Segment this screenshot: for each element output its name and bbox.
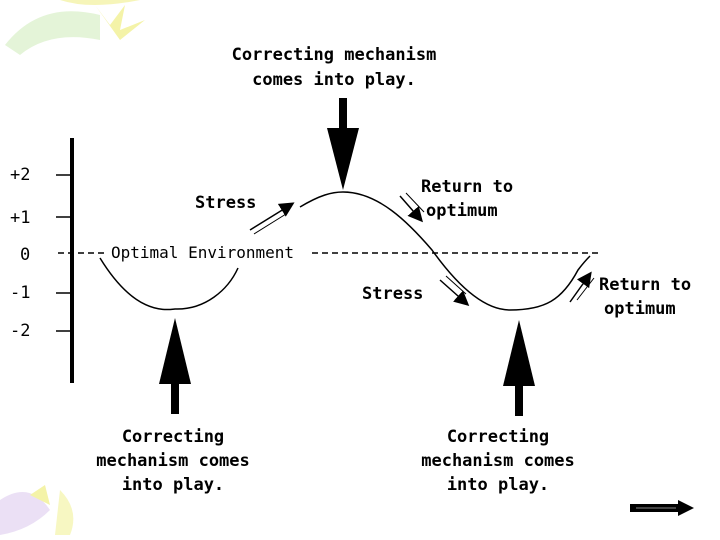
return-label-right-line-2: optimum (604, 299, 676, 319)
top-arrow-head (327, 128, 359, 190)
tick-label-minus1: -1 (10, 283, 30, 303)
right-arrow-head (503, 320, 535, 386)
tick-label-minus2: -2 (10, 321, 30, 341)
left-note-line-3: into play. (122, 475, 224, 495)
return-arrow-top (399, 195, 423, 223)
stress-label-top: Stress (195, 193, 256, 213)
tick-label-plus1: +1 (10, 208, 30, 228)
optimal-environment-label: Optimal Environment (111, 243, 294, 262)
right-note-line-1: Correcting (447, 427, 549, 447)
next-arrow-icon[interactable] (628, 500, 694, 516)
return-label-top-line-2: optimum (426, 201, 498, 221)
stress-arrow-bottom (439, 279, 470, 306)
right-note-line-2: mechanism comes (421, 451, 575, 471)
stress-label-bottom: Stress (362, 284, 423, 304)
return-label-top-line-1: Return to (421, 177, 513, 197)
tick-label-zero: 0 (20, 245, 30, 265)
left-note-line-1: Correcting (122, 427, 224, 447)
top-note-line-1: Correcting mechanism (232, 45, 437, 65)
wave-main (299, 191, 591, 311)
stress-arrow-top-parallel (253, 213, 287, 235)
top-note-line-2: comes into play. (252, 70, 416, 90)
return-arrow-right (569, 271, 592, 303)
return-label-right-line-1: Return to (599, 275, 691, 295)
return-arrow-top-parallel (405, 192, 425, 213)
right-note-line-3: into play. (447, 475, 549, 495)
wave-trough-left (99, 257, 239, 311)
left-note-line-2: mechanism comes (96, 451, 250, 471)
stress-arrow-bottom-parallel (445, 275, 467, 295)
tick-label-plus2: +2 (10, 165, 30, 185)
left-arrow-head (159, 318, 191, 384)
return-arrow-right-parallel (576, 277, 595, 301)
stress-arrow-top (249, 202, 295, 231)
